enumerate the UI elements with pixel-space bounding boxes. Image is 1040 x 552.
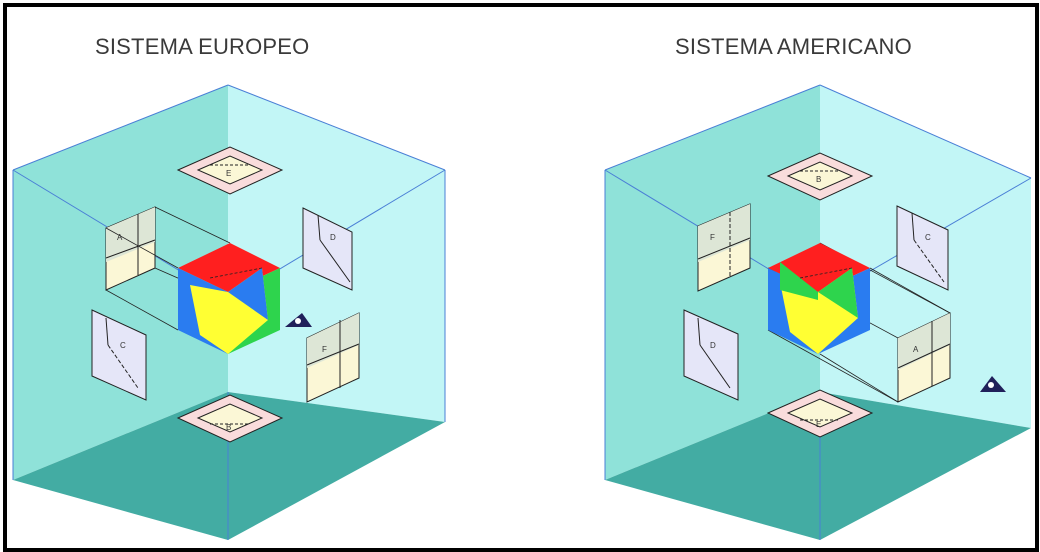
bottom-view-plane: E [766, 389, 874, 438]
projected-object-cube [178, 243, 280, 354]
right-wall-view-plane: C [896, 205, 949, 291]
right-wall-view-plane: D [302, 207, 353, 291]
view-label-f: F [322, 345, 327, 354]
title-sistema-americano: SISTEMA AMERICANO [675, 34, 912, 59]
top-view-plane: E [176, 146, 284, 195]
eye-icon [980, 376, 1006, 392]
floor [13, 392, 445, 540]
view-label-a: A [913, 345, 919, 354]
view-label-c: C [120, 341, 126, 350]
lower-left-view-plane: D [683, 309, 739, 401]
bottom-view-plane: B [176, 394, 284, 443]
view-label-e: E [816, 420, 821, 429]
view-label-top: B [816, 175, 821, 184]
view-label-d: D [710, 341, 716, 350]
title-sistema-europeo: SISTEMA EUROPEO [95, 34, 310, 59]
view-label-c: C [925, 233, 931, 242]
left-wall-view-plane: F [697, 203, 751, 292]
view-label-a: A [117, 233, 123, 242]
lower-left-view-plane: C [91, 309, 147, 401]
view-label-top: E [226, 169, 231, 178]
eye-icon [285, 313, 312, 327]
front-view-plane: A [897, 312, 951, 403]
european-system-diagram: E A D C F [12, 84, 446, 540]
american-system-diagram: B F C D E [604, 84, 1032, 540]
view-label-d: D [330, 233, 336, 242]
projected-object-cube [768, 243, 870, 354]
top-view-plane: B [766, 152, 874, 201]
view-label-b: B [226, 423, 231, 432]
lower-right-view-plane: F [306, 312, 360, 403]
floor [605, 392, 1031, 540]
view-label-f: F [710, 233, 715, 242]
